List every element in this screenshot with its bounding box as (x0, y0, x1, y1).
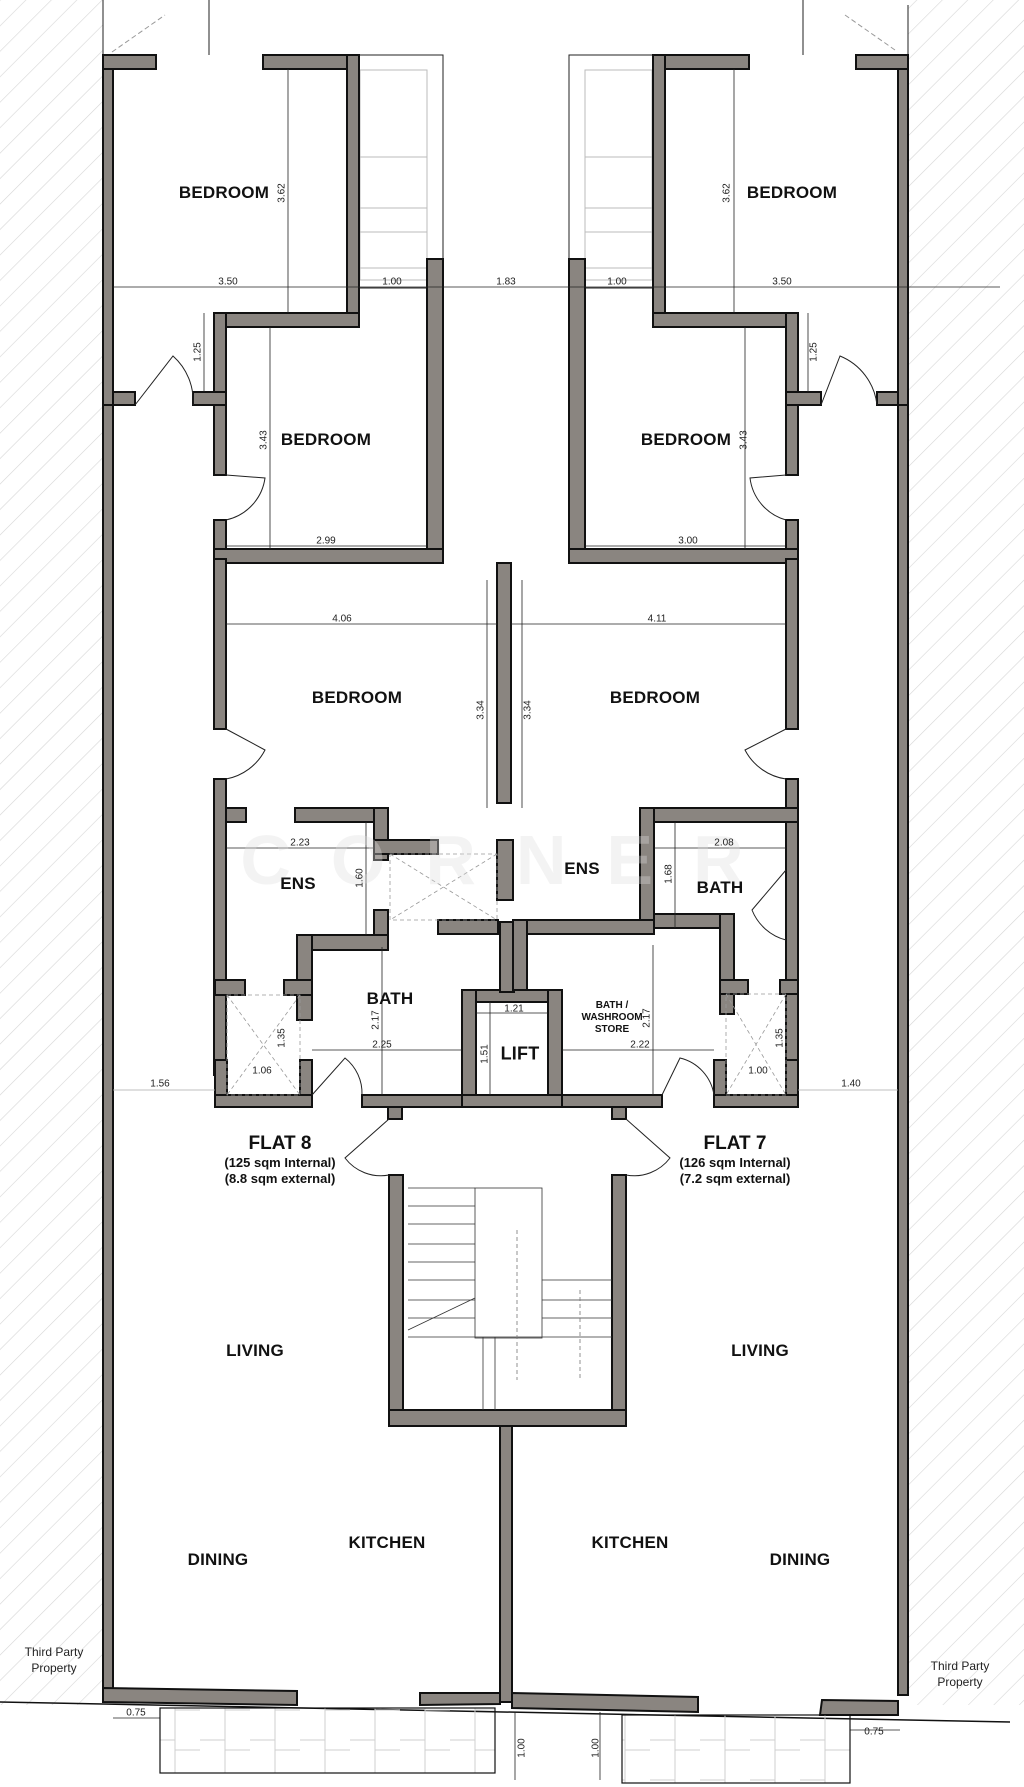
dimension-label: 0.75 (864, 1726, 884, 1738)
dimension-label: 2.17 (370, 1010, 382, 1030)
dimension-label: 1.35 (774, 1028, 786, 1048)
dimension-label: 3.00 (678, 535, 698, 547)
dimension-label: 2.08 (714, 837, 734, 849)
room-label-bedroom: BEDROOM (640, 430, 732, 449)
dimension-label: 1.00 (607, 276, 627, 288)
service-shafts (226, 853, 787, 1096)
dimension-label: 1.21 (504, 1003, 524, 1015)
staircase (407, 1187, 612, 1410)
top-outlines (102, 0, 909, 55)
room-label-dining: DINING (769, 1550, 831, 1569)
dimension-label: 3.43 (258, 430, 270, 450)
dimension-label: 1.00 (382, 276, 402, 288)
dimension-label: 3.34 (475, 700, 487, 720)
room-label-bath: BATH (366, 989, 414, 1008)
third-party-hatch-right (908, 0, 1024, 1705)
dimension-label: 1.83 (496, 276, 516, 288)
dimension-label: 0.75 (126, 1707, 146, 1719)
balcony-right (568, 54, 654, 289)
flat-8-internal: (125 sqm Internal) (224, 1155, 336, 1170)
room-label-living: LIVING (731, 1341, 789, 1360)
dimension-label: 1.40 (841, 1078, 861, 1090)
room-label-bedroom: BEDROOM (178, 183, 270, 202)
dimension-label: 1.56 (150, 1078, 170, 1090)
dimension-label: 2.22 (630, 1039, 650, 1051)
dimension-label: 3.62 (721, 183, 733, 203)
room-label-bedroom: BEDROOM (280, 430, 372, 449)
dimension-label: 1.25 (808, 342, 820, 362)
room-label-dining: DINING (187, 1550, 249, 1569)
room-label-store: BATH / WASHROOM STORE (581, 1000, 643, 1035)
room-label-lift: LIFT (500, 1043, 540, 1064)
flat-8-info: FLAT 8 (125 sqm Internal) (8.8 sqm exter… (224, 1133, 335, 1187)
dimension-label: 1.35 (276, 1028, 288, 1048)
room-label-living: LIVING (226, 1341, 284, 1360)
dimension-label: 1.60 (354, 868, 366, 888)
dimension-label: 3.50 (218, 276, 238, 288)
third-party-hatch-left (0, 0, 103, 1705)
dimension-label: 2.25 (372, 1039, 392, 1051)
third-party-property-left: Third Party Property (24, 1645, 84, 1675)
dimension-label: 1.06 (252, 1065, 272, 1077)
dimension-label: 4.11 (647, 613, 667, 625)
dimension-label: 1.25 (192, 342, 204, 362)
room-label-bath: BATH (696, 878, 744, 897)
flat-7-name: FLAT 7 (703, 1133, 767, 1154)
dimension-label: 1.00 (590, 1738, 602, 1758)
flat-8-external: (8.8 sqm external) (224, 1171, 336, 1186)
dimension-label: 1.00 (516, 1738, 528, 1758)
dimension-label: 2.17 (641, 1008, 653, 1028)
room-label-bedroom: BEDROOM (609, 688, 701, 707)
room-label-ensuite: ENS (564, 859, 600, 878)
dimension-label: 3.62 (276, 183, 288, 203)
balcony-left (358, 54, 444, 289)
dimension-label: 3.34 (522, 700, 534, 720)
flat-7-info: FLAT 7 (126 sqm Internal) (7.2 sqm exter… (679, 1133, 790, 1187)
flat-7-internal: (126 sqm Internal) (679, 1155, 791, 1170)
room-label-bedroom: BEDROOM (746, 183, 838, 202)
dimension-label: 1.68 (663, 864, 675, 884)
walls (102, 54, 909, 1716)
dimension-label: 1.51 (479, 1044, 491, 1064)
flat-7-external: (7.2 sqm external) (679, 1171, 791, 1186)
room-label-bedroom: BEDROOM (311, 688, 403, 707)
flat-8-name: FLAT 8 (248, 1133, 312, 1154)
dimension-label: 2.23 (290, 837, 310, 849)
room-label-kitchen: KITCHEN (591, 1533, 669, 1552)
room-label-kitchen: KITCHEN (348, 1533, 426, 1552)
dimension-lines (113, 69, 1000, 1780)
room-label-ensuite: ENS (280, 874, 316, 893)
watermark: CORNER (240, 821, 784, 899)
third-party-property-right: Third Party Property (930, 1659, 990, 1689)
front-paving-left (159, 1707, 496, 1774)
dimension-label: 3.43 (738, 430, 750, 450)
dimension-label: 2.99 (316, 535, 336, 547)
dimension-label: 4.06 (332, 613, 352, 625)
doors (134, 355, 878, 1177)
dimension-label: 1.00 (748, 1065, 768, 1077)
dimension-label: 3.50 (772, 276, 792, 288)
front-paving-right (621, 1714, 851, 1784)
